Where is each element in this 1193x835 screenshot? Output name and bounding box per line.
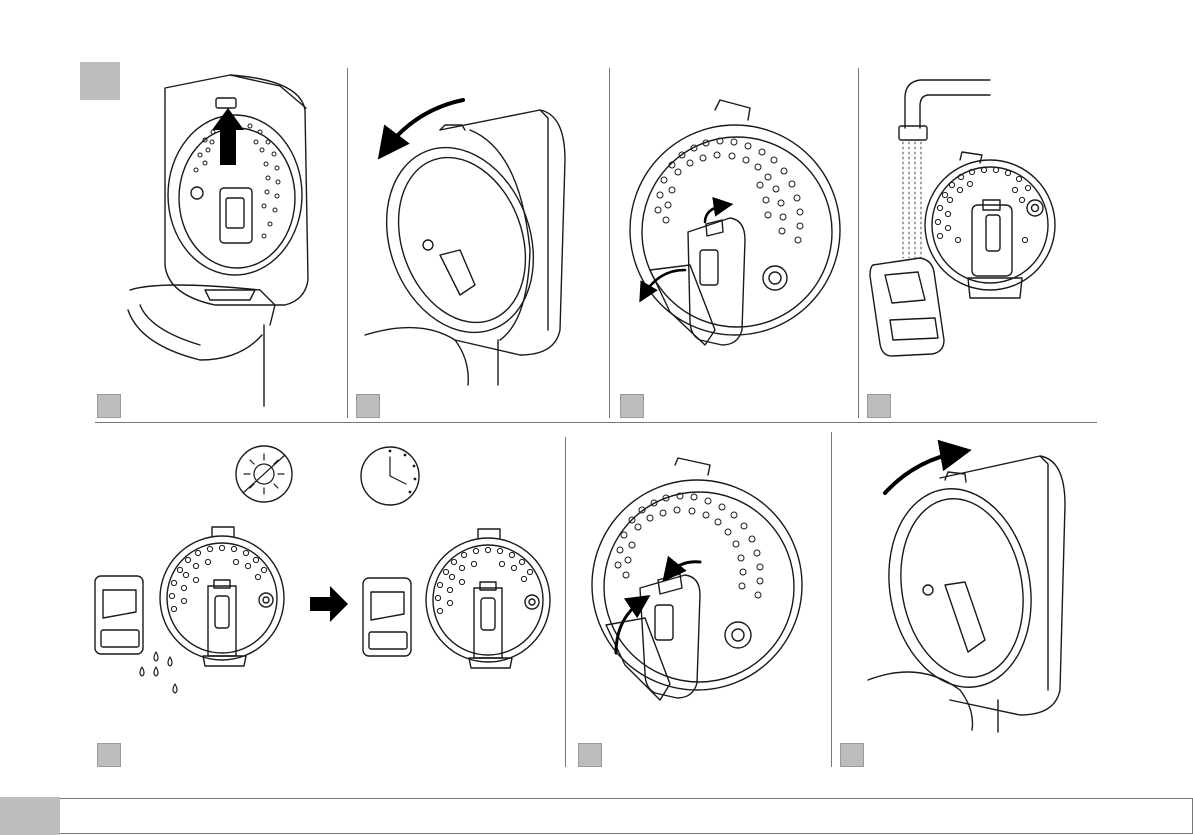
curved-arrow-icon xyxy=(668,562,700,575)
panel-2-illustration xyxy=(362,100,565,385)
curved-arrow-icon xyxy=(705,205,726,222)
water-drop-icon xyxy=(140,652,177,693)
up-arrow-icon xyxy=(212,108,244,165)
panel-6-illustration xyxy=(592,458,802,700)
water-tap-icon xyxy=(905,80,990,128)
curved-arrow-icon xyxy=(616,600,643,653)
panel-1-illustration xyxy=(128,75,308,406)
lid-holes xyxy=(194,124,280,238)
panel-7-illustration xyxy=(868,452,1065,732)
panel-3-illustration xyxy=(630,100,840,345)
panel-5-illustration xyxy=(95,446,550,693)
right-arrow-icon xyxy=(310,586,348,622)
panel-4-illustration xyxy=(870,80,1055,356)
